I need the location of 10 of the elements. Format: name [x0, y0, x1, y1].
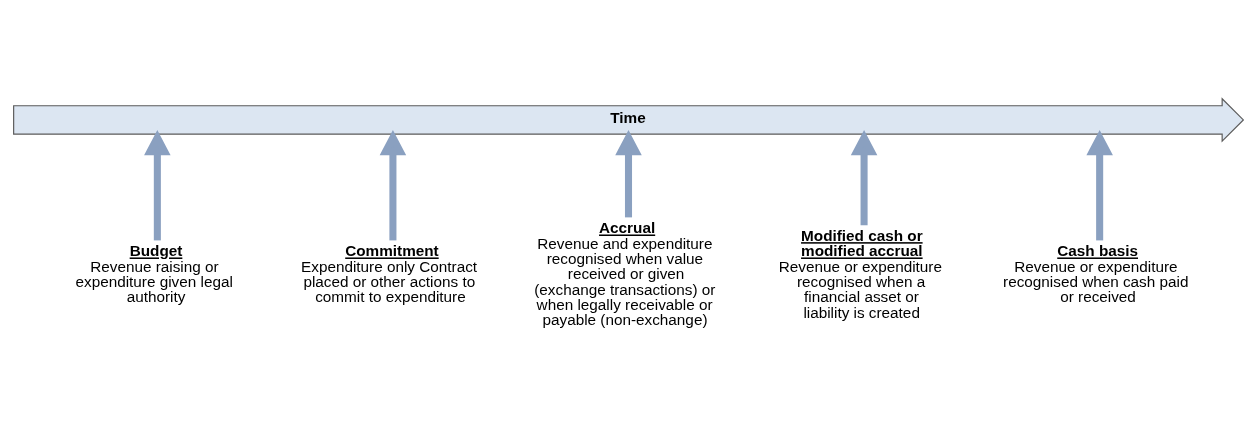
- arrow: [379, 129, 407, 240]
- node-text: Budget Revenue raising or expenditure given legal authority: [75, 241, 233, 305]
- node-text: Accrual Revenue and expenditure recognised when value received or given (exchange transactions) or when legally receivable or payable (non-exchange): [534, 218, 716, 328]
- arrow: [850, 129, 878, 225]
- arrow: [1086, 129, 1113, 240]
- node-text: Commitment Expenditure only Contract placed or other actions to commit to expenditure: [301, 241, 478, 305]
- arrow: [144, 129, 171, 240]
- node-text: Cash basis Revenue or expenditure recognised when cash paid or received: [1003, 241, 1189, 305]
- arrow: [615, 129, 642, 217]
- node-text: Modified cash or modified accrual Revenue or expenditure recognised when a financial asset or liability is created: [778, 226, 942, 321]
